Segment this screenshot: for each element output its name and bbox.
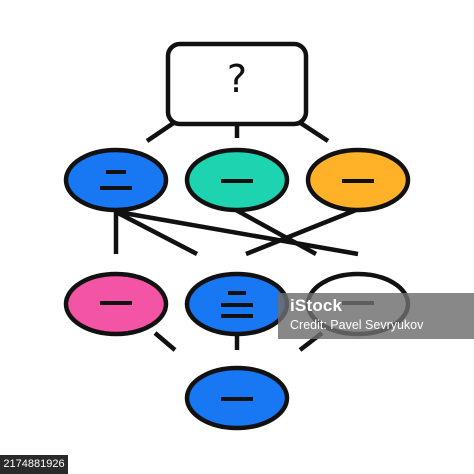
connector-blue-to-right (117, 209, 359, 257)
connector-orange-cross (245, 207, 357, 257)
stock-id-label: 2174881926 (0, 455, 68, 474)
question-mark: ? (227, 57, 247, 101)
node-top-blue (63, 147, 169, 213)
watermark-band (278, 293, 474, 339)
question-box (165, 41, 309, 127)
watermark-credit: Credit: Pavel Sevryukov (290, 318, 424, 332)
connector-pink-tail (153, 331, 177, 352)
connector-teal-cross (234, 208, 318, 256)
connector-blue-to-middle (114, 210, 199, 256)
watermark-logo: iStock (290, 296, 343, 315)
